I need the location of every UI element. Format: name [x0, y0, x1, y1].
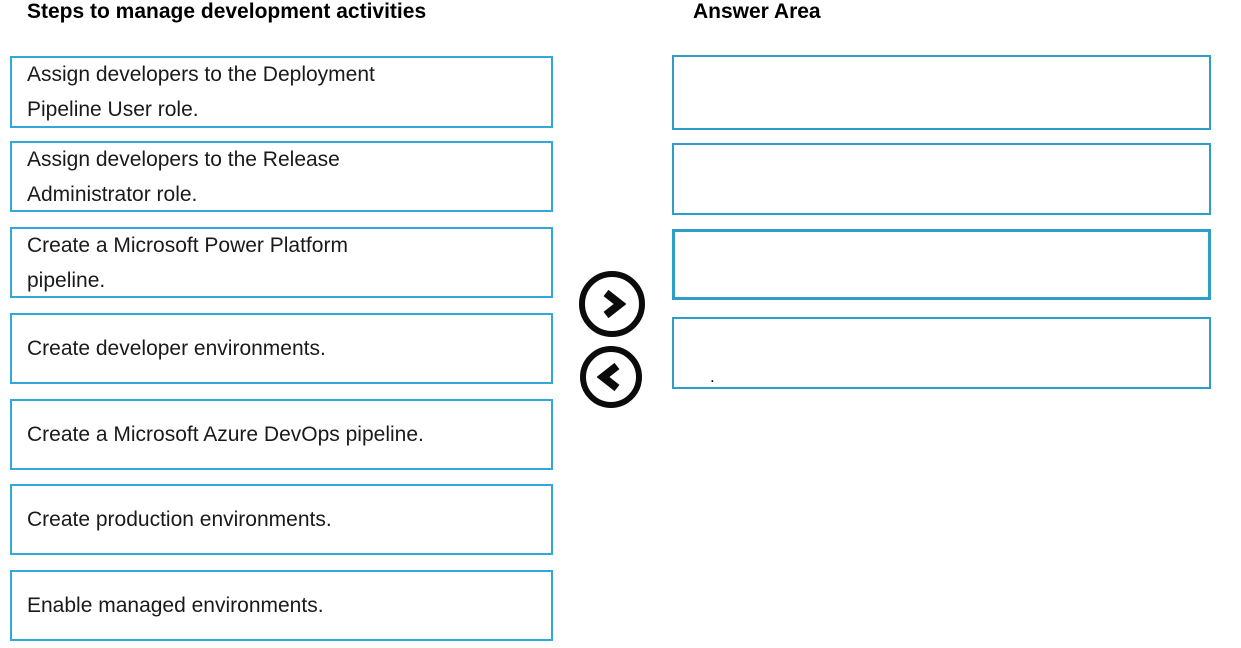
step-card-label: Assign developers to the Release [27, 147, 340, 171]
step-card-label: Create a Microsoft Azure DevOps pipeline… [27, 423, 424, 446]
answer-slot[interactable] [672, 143, 1211, 215]
step-card[interactable]: Create developer environments. [10, 313, 553, 384]
step-card-label: Assign developers to the Deployment [27, 63, 375, 86]
step-card[interactable]: Assign developers to the Deployment Pipe… [10, 56, 553, 128]
answer-slot[interactable] [672, 55, 1211, 130]
step-card-label: pipeline. [27, 268, 106, 292]
step-card-label: Create developer environments. [27, 337, 326, 360]
step-card-label: Create production environments. [27, 508, 332, 531]
answer-area-title: Answer Area [693, 0, 821, 23]
step-card[interactable]: Assign developers to the Release Adminis… [10, 141, 553, 212]
step-card[interactable]: Create a Microsoft Power Platform pipeli… [10, 227, 553, 298]
answer-slot-content: . [710, 367, 715, 386]
chevron-left-icon [597, 361, 625, 393]
step-card-label: Enable managed environments. [27, 594, 324, 617]
step-card[interactable]: Create a Microsoft Azure DevOps pipeline… [10, 399, 553, 470]
step-card-label: Create a Microsoft Power Platform [27, 233, 348, 257]
move-back-button[interactable] [580, 346, 642, 408]
chevron-right-icon [598, 288, 626, 320]
answer-slot[interactable] [672, 229, 1211, 300]
steps-panel-title: Steps to manage development activities [27, 0, 427, 23]
step-card-label: Administrator role. [27, 182, 198, 206]
move-to-answer-button[interactable] [579, 271, 645, 337]
answer-slot[interactable]: . [672, 317, 1211, 389]
step-card[interactable]: Enable managed environments. [10, 570, 553, 641]
step-card[interactable]: Create production environments. [10, 484, 553, 555]
step-card-label: Pipeline User role. [27, 98, 199, 121]
